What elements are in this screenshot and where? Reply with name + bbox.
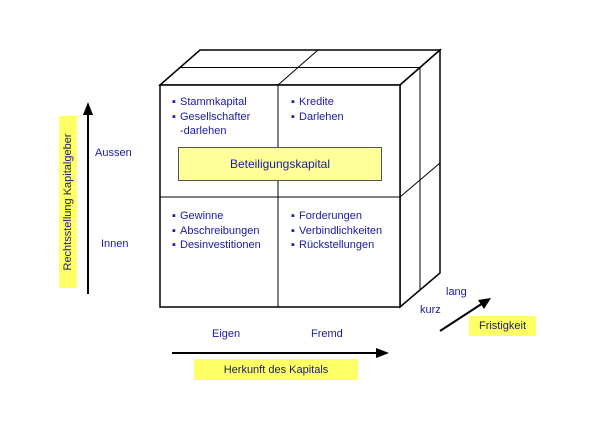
y-axis-label-aussen: Aussen <box>95 147 132 159</box>
list-item: ▪Rückstellungen <box>291 239 375 251</box>
list-item: ▪Stammkapital <box>172 96 247 108</box>
cube-right-divider-y <box>399 162 441 198</box>
x-axis-label-fremd: Fremd <box>311 328 343 340</box>
depth-axis-label-lang: lang <box>446 286 467 298</box>
list-item: ▪Gewinne <box>172 210 224 222</box>
y-axis-title-bg <box>59 116 77 288</box>
cube-top-divider-x <box>277 49 319 86</box>
x-axis-title-bg <box>194 359 358 380</box>
list-item: ▪Gesellschafter <box>172 110 251 123</box>
quadrant-top-left: ▪Stammkapital ▪Gesellschafter -darlehen <box>172 95 250 139</box>
depth-axis-title: Fristigkeit <box>478 320 527 332</box>
y-axis-arrow-head <box>83 102 93 115</box>
depth-axis-title-bg <box>469 316 536 336</box>
depth-axis-label-kurz: kurz <box>420 304 441 316</box>
depth-axis-arrow-head <box>478 298 491 309</box>
quadrant-top-right: ▪Kredite ▪Darlehen <box>291 95 344 124</box>
list-item: ▪Verbindlichkeiten <box>291 224 383 237</box>
list-item: ▪Desinvestitionen <box>172 239 261 251</box>
cube-front-face <box>159 84 401 308</box>
list-item: ▪Abschreibungen <box>172 224 260 237</box>
quadrant-bottom-right: ▪Forderungen ▪Verbindlichkeiten ▪Rückste… <box>291 209 382 253</box>
list-item: -darlehen <box>180 125 227 137</box>
beteiligungskapital-box: Beteiligungskapital <box>178 147 382 181</box>
y-axis-label-innen: Innen <box>101 238 129 250</box>
quadrant-bottom-left: ▪Gewinne ▪Abschreibungen ▪Desinvestition… <box>172 209 261 253</box>
x-axis-title: Herkunft des Kapitals <box>223 364 329 376</box>
y-axis-title: Rechtsstellung Kapitalgeber <box>62 133 74 271</box>
x-axis-label-eigen: Eigen <box>212 328 241 340</box>
x-axis-arrow-head <box>376 348 389 358</box>
depth-axis-arrow-line <box>439 302 484 332</box>
list-item: ▪Kredite <box>291 96 334 108</box>
list-item: ▪Darlehen <box>291 110 344 123</box>
list-item: ▪Forderungen <box>291 210 362 222</box>
